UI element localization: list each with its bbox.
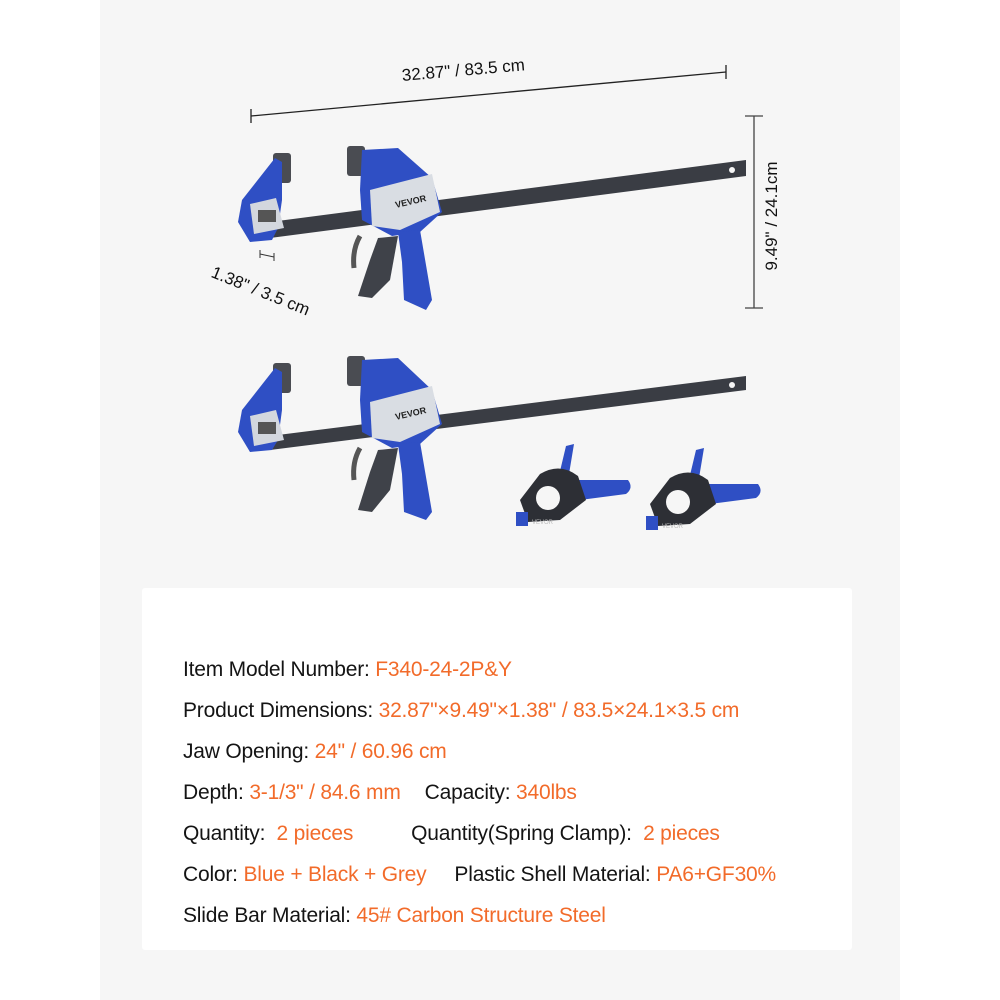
spec-value: 2 pieces: [276, 822, 354, 845]
spec-value: 3-1/3" / 84.6 mm: [249, 781, 401, 804]
spec-row-depth-capacity: Depth: 3-1/3" / 84.6 mm Capacity: 340lbs: [183, 781, 776, 822]
spec-row-slide-bar: Slide Bar Material: 45# Carbon Structure…: [183, 904, 776, 945]
spec-label: Color:: [183, 863, 244, 886]
spec-row-dimensions: Product Dimensions: 32.87"×9.49"×1.38" /…: [183, 699, 776, 740]
spec-card: Item Model Number: F340-24-2P&Y Product …: [142, 588, 852, 950]
spec-value: 24" / 60.96 cm: [314, 740, 447, 763]
spec-value: PA6+GF30%: [656, 863, 776, 886]
spec-label: Capacity:: [424, 781, 517, 804]
spec-row-color-material: Color: Blue + Black + Grey Plastic Shell …: [183, 863, 776, 904]
spec-label: Slide Bar Material:: [183, 904, 357, 927]
height-dimension-label: 9.49" / 24.1cm: [762, 161, 781, 271]
spec-value: 32.87"×9.49"×1.38" / 83.5×24.1×3.5 cm: [378, 699, 740, 722]
spring-clamp-2: VEVOR: [646, 448, 761, 530]
spec-value: 45# Carbon Structure Steel: [356, 904, 606, 927]
spring-clamp-1: VEVOR: [516, 444, 631, 526]
spec-value: 2 pieces: [643, 822, 720, 845]
spec-label: Jaw Opening:: [183, 740, 315, 763]
product-illustration: VEVOR VEVOR VEVOR VEVOR: [238, 65, 763, 530]
spec-label: Quantity(Spring Clamp):: [411, 822, 644, 845]
spec-value: 340lbs: [516, 781, 577, 804]
length-dimension-line: [250, 65, 727, 123]
svg-text:VEVOR: VEVOR: [662, 524, 684, 530]
bar-clamp-2: VEVOR: [238, 356, 746, 520]
spec-label: Product Dimensions:: [183, 699, 379, 722]
depth-dimension-mark: [259, 250, 275, 261]
height-dimension-line: [745, 115, 763, 309]
spec-value: F340-24-2P&Y: [375, 658, 512, 681]
svg-text:VEVOR: VEVOR: [532, 520, 554, 526]
spec-list: Item Model Number: F340-24-2P&Y Product …: [183, 658, 776, 945]
spec-label: Depth:: [183, 781, 250, 804]
spec-label: Item Model Number:: [183, 658, 376, 681]
spec-row-model: Item Model Number: F340-24-2P&Y: [183, 658, 776, 699]
spec-value: Blue + Black + Grey: [243, 863, 427, 886]
spec-row-jaw-opening: Jaw Opening: 24" / 60.96 cm: [183, 740, 776, 781]
spec-label: Plastic Shell Material:: [454, 863, 657, 886]
bar-clamp-1: VEVOR: [238, 146, 746, 310]
spec-label: Quantity:: [183, 822, 277, 845]
